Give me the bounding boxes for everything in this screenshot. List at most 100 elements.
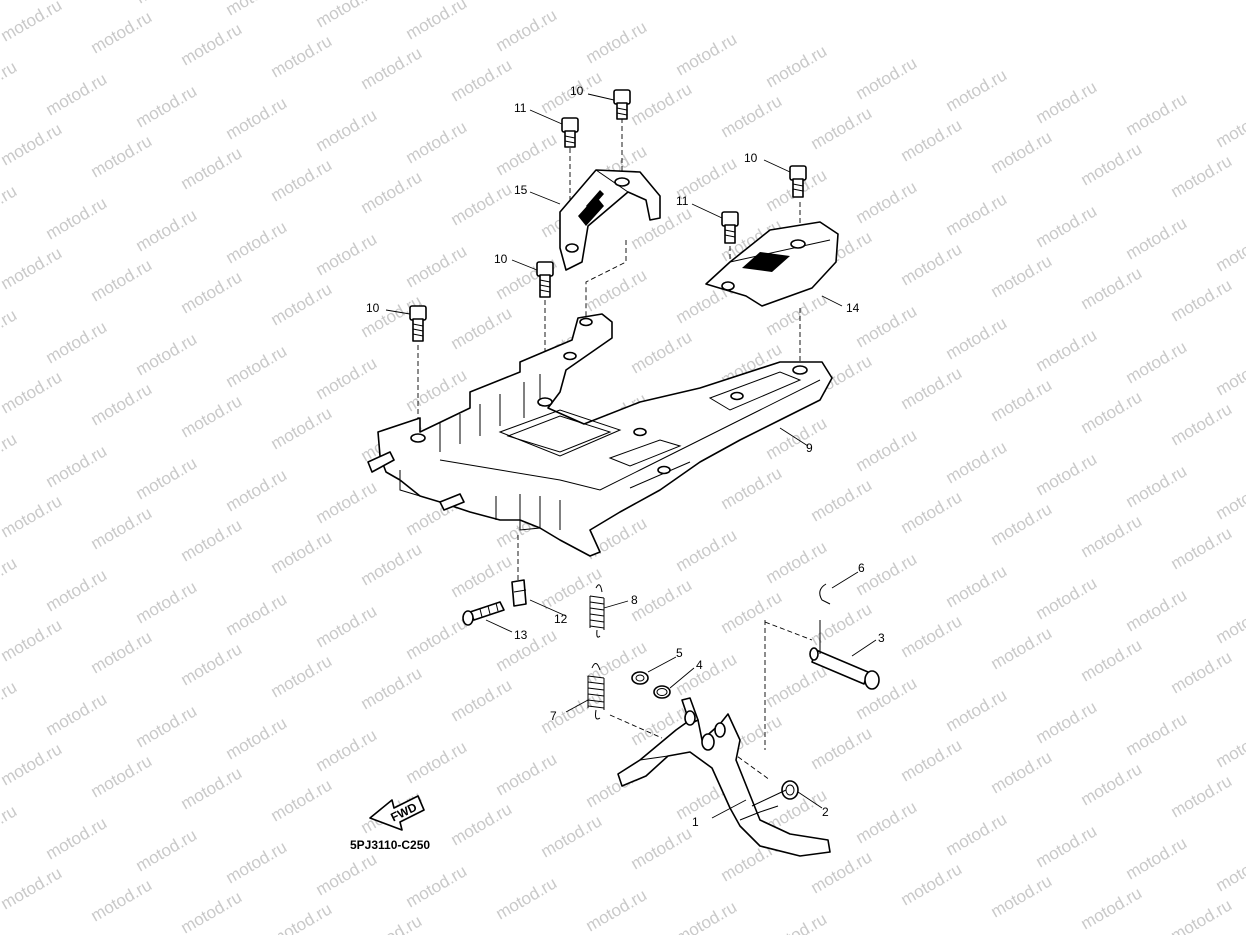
watermark-text: motod.ru [583, 265, 651, 315]
watermark-text: motod.ru [898, 735, 966, 785]
watermark-text: motod.ru [943, 561, 1011, 611]
watermark-text: motod.ru [133, 577, 201, 627]
watermark-text: motod.ru [1168, 399, 1236, 449]
watermark-text: motod.ru [88, 875, 156, 925]
watermark-text: motod.ru [1123, 213, 1191, 263]
watermark-text: motod.ru [403, 613, 471, 663]
watermark-text: motod.ru [0, 677, 20, 727]
stand-part-1 [617, 697, 831, 857]
watermark-text: motod.ru [493, 129, 561, 179]
watermark-text: motod.ru [1168, 771, 1236, 821]
watermark-text: motod.ru [88, 255, 156, 305]
watermark-text: motod.ru [1123, 833, 1191, 883]
callout-3: 3 [878, 631, 885, 645]
callout-6: 6 [858, 561, 865, 575]
watermark-text: motod.ru [763, 661, 831, 711]
watermark-text: motod.ru [178, 887, 246, 935]
shaft-part-3 [809, 620, 880, 690]
watermark-text: motod.ru [313, 477, 381, 527]
washer-part-4 [653, 685, 671, 699]
watermark-text: motod.ru [628, 203, 696, 253]
watermark-text: motod.ru [853, 53, 921, 103]
watermark-text: motod.ru [853, 177, 921, 227]
watermark-text: motod.ru [88, 7, 156, 57]
watermark-text: motod.ru [493, 873, 561, 923]
watermark-text: motod.ru [988, 623, 1056, 673]
watermark-text: motod.ru [133, 329, 201, 379]
watermark-text: motod.ru [448, 675, 516, 725]
watermark-text: motod.ru [223, 217, 291, 267]
watermark-text: motod.ru [988, 499, 1056, 549]
watermark-text: motod.ru [1213, 101, 1246, 151]
watermark-text: motod.ru [943, 65, 1011, 115]
bushing-part-2 [751, 780, 799, 807]
spring-part-8 [589, 584, 605, 638]
watermark-text: motod.ru [448, 303, 516, 353]
watermark-text: motod.ru [403, 737, 471, 787]
watermark-text: motod.ru [43, 193, 111, 243]
frame-part-9 [367, 313, 833, 557]
watermark-text: motod.ru [763, 537, 831, 587]
watermark-text: motod.ru [0, 243, 65, 293]
watermark-text: motod.ru [718, 91, 786, 141]
watermark-text: motod.ru [448, 799, 516, 849]
watermark-text: motod.ru [133, 0, 201, 7]
bracket-part-15 [559, 169, 661, 271]
watermark-text: motod.ru [223, 713, 291, 763]
clip-part-6 [819, 583, 831, 605]
watermark-text: motod.ru [178, 391, 246, 441]
watermark-text: motod.ru [1078, 511, 1146, 561]
watermark-text: motod.ru [628, 823, 696, 873]
watermark-text: motod.ru [178, 763, 246, 813]
watermark-text: motod.ru [448, 55, 516, 105]
watermark-text: motod.ru [808, 103, 876, 153]
watermark-text: motod.ru [1078, 635, 1146, 685]
watermark-text: motod.ru [0, 119, 65, 169]
watermark-text: motod.ru [763, 909, 831, 935]
watermark-text: motod.ru [943, 437, 1011, 487]
watermark-text: motod.ru [223, 0, 291, 19]
watermark-text: motod.ru [1078, 759, 1146, 809]
bolt-part-11-top [561, 117, 579, 148]
watermark-text: motod.ru [673, 525, 741, 575]
watermark-text: motod.ru [943, 313, 1011, 363]
watermark-text: motod.ru [628, 327, 696, 377]
watermark-text: motod.ru [673, 29, 741, 79]
watermark-text: motod.ru [403, 117, 471, 167]
watermark-text: motod.ru [88, 751, 156, 801]
watermark-text: motod.ru [898, 611, 966, 661]
callout-15: 15 [514, 183, 528, 197]
callout-13: 13 [514, 628, 528, 642]
watermark-text: motod.ru [88, 131, 156, 181]
watermark-text: motod.ru [1213, 845, 1246, 895]
watermark-text: motod.ru [178, 515, 246, 565]
watermark-text: motod.ru [88, 503, 156, 553]
watermark-text: motod.ru [133, 81, 201, 131]
watermark-text: motod.ru [358, 911, 426, 935]
watermark-text: motod.ru [1213, 597, 1246, 647]
watermark-text: motod.ru [0, 739, 65, 789]
watermark-text: motod.ru [718, 587, 786, 637]
watermark-text: motod.ru [718, 463, 786, 513]
watermark-text: motod.ru [133, 825, 201, 875]
watermark-text: motod.ru [268, 899, 336, 935]
watermark-text: motod.ru [1123, 89, 1191, 139]
callout-11-top: 11 [514, 101, 527, 115]
watermark-text: motod.ru [1033, 449, 1101, 499]
watermark-text: motod.ru [358, 539, 426, 589]
bolt-part-11-right [721, 211, 739, 244]
watermark-text: motod.ru [448, 179, 516, 229]
watermark-text: motod.ru [133, 453, 201, 503]
watermark-text: motod.ru [88, 627, 156, 677]
callout-12: 12 [554, 612, 568, 626]
watermark-text: motod.ru [313, 0, 381, 31]
bolt-part-10-left [409, 305, 427, 342]
watermark-text: motod.ru [0, 553, 20, 603]
watermark-text: motod.ru [808, 475, 876, 525]
watermark-text: motod.ru [988, 871, 1056, 921]
watermark-text: motod.ru [1168, 647, 1236, 697]
watermark-text: motod.ru [223, 93, 291, 143]
watermark-text: motod.ru [43, 565, 111, 615]
leader-lines [385, 93, 877, 819]
watermark-text: motod.ru [583, 885, 651, 935]
